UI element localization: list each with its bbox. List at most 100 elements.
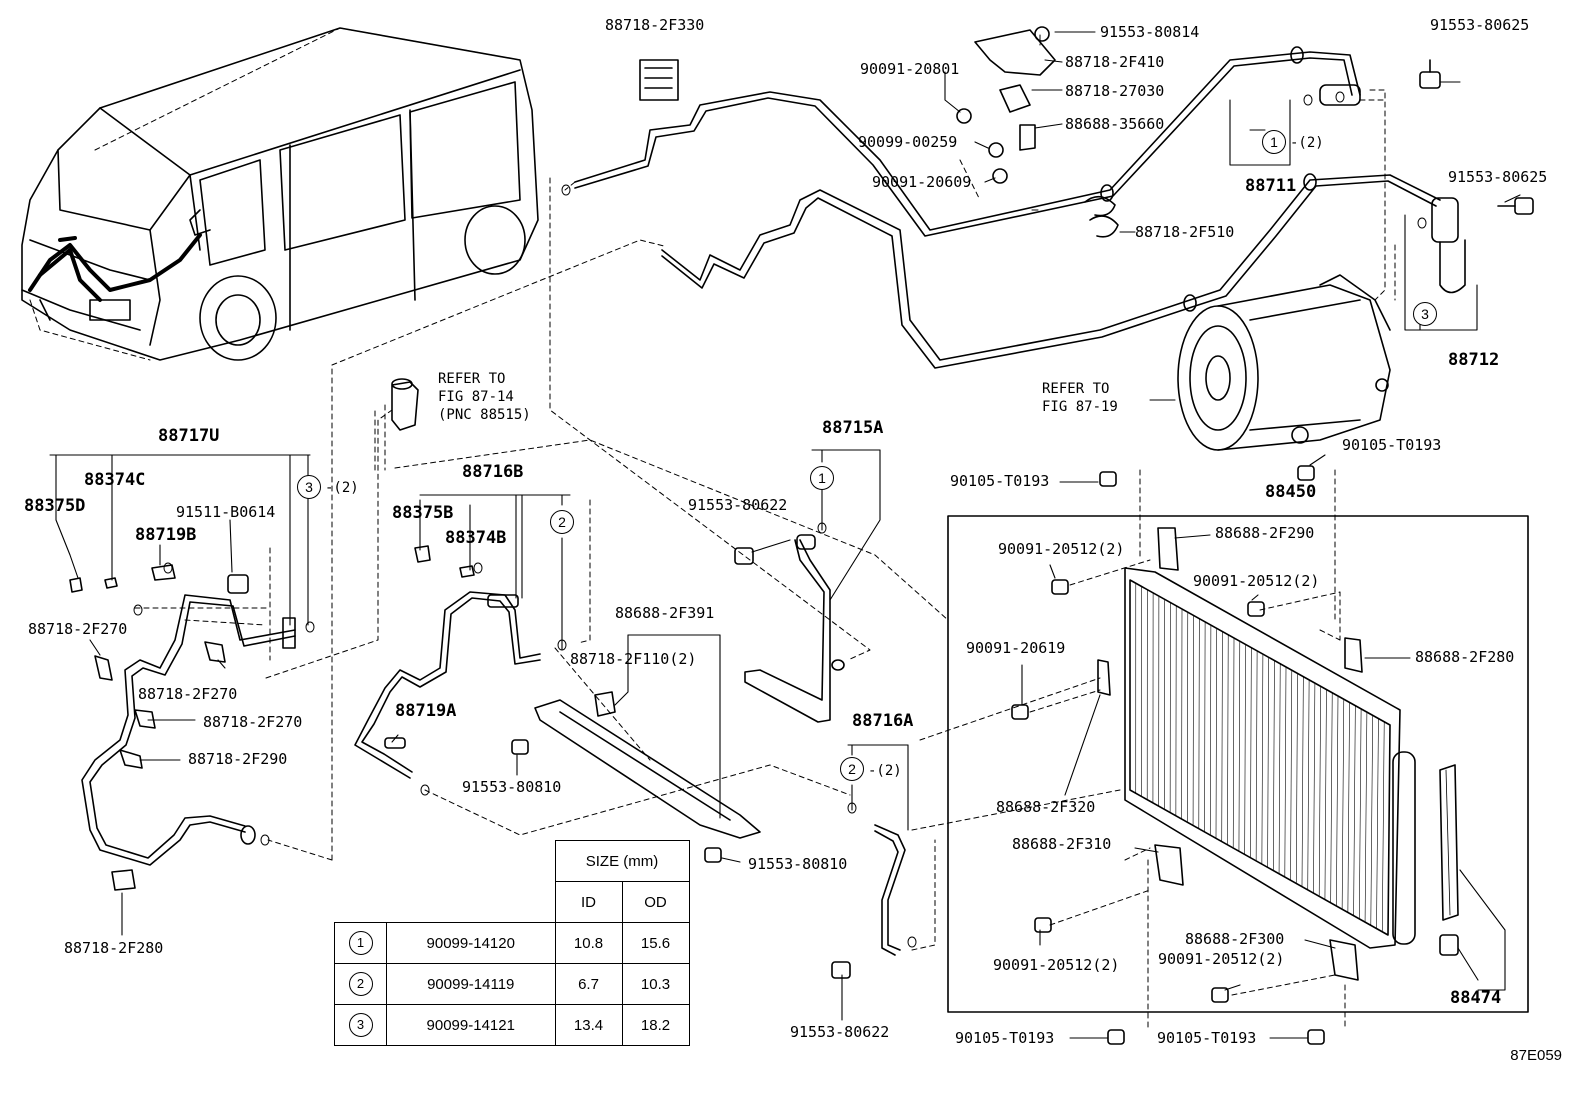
bracket-88688-2F310	[1154, 844, 1184, 886]
fittings-88716B	[414, 545, 529, 755]
o-ring-size-table: SIZE (mm) ID OD 1 90099-14120 10.8 15.6 …	[334, 840, 690, 1046]
reference-line: FIG 87-14	[438, 389, 514, 406]
part-label: 88718-2F330	[605, 16, 705, 34]
part-label: 88717U	[158, 426, 220, 446]
bracket-88688-2F300	[1329, 939, 1359, 981]
callout-quantity: -(2)	[1290, 135, 1324, 151]
part-label: 88375D	[24, 496, 86, 516]
part-label: 88688-2F300	[1185, 930, 1285, 948]
desiccant-88474	[1439, 764, 1459, 956]
tube-88716A	[831, 824, 906, 979]
condenser-fins	[1129, 579, 1391, 936]
table-header-od: OD	[621, 881, 690, 923]
part-label: 88715A	[822, 418, 884, 438]
clamp-88718-2F330	[639, 59, 679, 101]
table-mark-cell: 3	[334, 1004, 387, 1046]
reference-line: (PNC 88515)	[438, 407, 531, 424]
part-label: 88711	[1245, 176, 1297, 196]
part-label: 88719A	[395, 701, 457, 721]
part-label: 88450	[1265, 482, 1317, 502]
bolt-91553-80810	[704, 847, 722, 863]
callout-circle-3: 3	[1413, 302, 1437, 326]
part-label: 90091-20512(2)	[1193, 572, 1320, 590]
receiver-tank	[1392, 751, 1416, 945]
part-label: 88718-2F270	[28, 620, 128, 638]
reference-note-fig-87-14: REFER TO FIG 87-14 (PNC 88515)	[438, 370, 531, 425]
part-label: 88716B	[462, 462, 524, 482]
part-label: 88688-2F280	[1415, 648, 1515, 666]
left-fittings	[69, 564, 249, 891]
part-label: 88688-2F391	[615, 604, 715, 622]
reference-line: FIG 87-19	[1042, 399, 1118, 416]
expansion-valve	[391, 378, 419, 431]
part-label: 88688-2F290	[1215, 524, 1315, 542]
part-label: 88718-2F280	[64, 939, 164, 957]
table-row: 3 90099-14121 13.4 18.2	[334, 1004, 690, 1046]
table-mark-circle: 2	[348, 972, 373, 996]
table-part-cell: 90099-14120	[386, 922, 556, 964]
bolt-91553-80625-mid	[1497, 197, 1534, 215]
part-label: 88688-35660	[1065, 115, 1165, 133]
part-label: 88718-2F270	[203, 713, 303, 731]
part-label: 90105-T0193	[1157, 1029, 1257, 1047]
part-label: 88374B	[445, 528, 507, 548]
part-label: 90091-20609	[872, 173, 972, 191]
part-label: 88712	[1448, 350, 1500, 370]
table-mark-cell: 1	[334, 922, 387, 964]
part-label: 91553-80622	[790, 1023, 890, 1041]
bolt-91553-80625-top	[1419, 59, 1441, 89]
part-label: 90091-20801	[860, 60, 960, 78]
table-id-cell: 13.4	[554, 1004, 623, 1046]
compressor	[1177, 274, 1391, 451]
table-mark-circle: 3	[348, 1013, 373, 1037]
callout-circle-2: 2	[840, 757, 864, 781]
callout-quantity: -(2)	[868, 763, 902, 779]
table-od-cell: 15.6	[621, 922, 690, 964]
reference-line: REFER TO	[1042, 381, 1110, 397]
discharge-hose-88711	[574, 46, 1361, 237]
table-od-cell: 10.3	[621, 963, 690, 1005]
part-label: 88375B	[392, 503, 454, 523]
callout-circle-1: 1	[1262, 130, 1286, 154]
tube-88715A	[734, 534, 845, 723]
table-part-cell: 90099-14119	[386, 963, 556, 1005]
part-label: 90091-20512(2)	[998, 540, 1125, 558]
clamp-88718-2F510	[1084, 195, 1119, 238]
table-mark-circle: 1	[348, 931, 373, 955]
o-rings	[133, 91, 1427, 948]
part-label: 88716A	[852, 711, 914, 731]
part-label: 90105-T0193	[950, 472, 1050, 490]
table-blank-cell	[335, 882, 387, 923]
callout-quantity: -(2)	[325, 480, 359, 496]
condenser-bolts	[1011, 465, 1325, 1045]
callout-circle-1: 1	[810, 466, 834, 490]
table-blank-cell	[387, 882, 556, 923]
part-label: 88718-2F410	[1065, 53, 1165, 71]
table-od-cell: 18.2	[621, 1004, 690, 1046]
part-label: 88718-2F510	[1135, 223, 1235, 241]
part-label: 90091-20619	[966, 639, 1066, 657]
part-label: 91511-B0614	[176, 503, 276, 521]
part-label: 88718-2F270	[138, 685, 238, 703]
table-part-cell: 90099-14121	[386, 1004, 556, 1046]
reference-note-fig-87-19: REFER TO FIG 87-19	[1042, 380, 1118, 416]
suction-hose-88712	[661, 173, 1466, 369]
table-header-id: ID	[554, 881, 623, 923]
bracket-88688-2F280	[1344, 637, 1363, 673]
van-illustration	[21, 27, 539, 361]
part-label: 88374C	[84, 470, 146, 490]
condenser-assembly-frame	[947, 515, 1529, 1013]
part-label: 88688-2F310	[1012, 835, 1112, 853]
figure-id: 87E059	[1510, 1047, 1562, 1064]
bracket-88688-2F290	[1157, 527, 1179, 571]
table-id-cell: 6.7	[554, 963, 623, 1005]
bracket-88718-2F410	[956, 26, 1056, 184]
table-header-size: SIZE (mm)	[554, 840, 690, 882]
part-label: 88718-2F110(2)	[570, 650, 697, 668]
part-label: 88718-2F290	[188, 750, 288, 768]
table-id-cell: 10.8	[554, 922, 623, 964]
part-label: 90105-T0193	[1342, 436, 1442, 454]
part-label: 91553-80810	[748, 855, 848, 873]
part-label: 88688-2F320	[996, 798, 1096, 816]
